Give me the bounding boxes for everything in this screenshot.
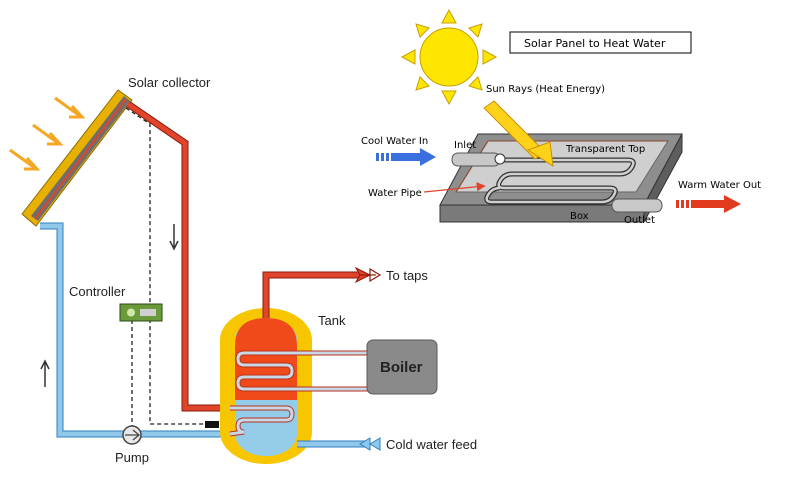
cool-water-in-arrow xyxy=(376,148,436,166)
cool-water-label: Cool Water In xyxy=(361,136,428,147)
warm-water-out-arrow xyxy=(676,195,741,213)
sun-icon xyxy=(400,8,498,106)
to-taps-pipe xyxy=(262,266,382,318)
tank xyxy=(220,308,370,464)
water-pipe-inner xyxy=(485,158,635,204)
hot-pipe xyxy=(126,101,230,412)
cold-feed-pipe xyxy=(297,437,381,451)
boiler xyxy=(366,339,438,395)
panel-title-box xyxy=(509,31,692,54)
warm-water-label: Warm Water Out xyxy=(678,180,761,191)
solar-collector xyxy=(21,89,133,227)
cold-return-pipe xyxy=(40,222,230,438)
inlet-pipe xyxy=(451,152,506,167)
cold-feed-label: Cold water feed xyxy=(386,437,477,452)
flow-up-arrow xyxy=(40,359,50,387)
controller-label: Controller xyxy=(69,284,126,299)
left-system: Solar collector xyxy=(9,75,477,465)
water-pipe-pointer xyxy=(423,182,486,193)
controller xyxy=(119,303,163,322)
inlet-label: Inlet xyxy=(454,140,476,151)
panel-title: Solar Panel to Heat Water xyxy=(524,37,666,50)
to-taps-label: To taps xyxy=(386,268,428,283)
tank-label: Tank xyxy=(318,313,346,328)
sun-rays-label: Sun Rays (Heat Energy) xyxy=(486,84,605,95)
right-panel-diagram: Solar Panel to Heat Water Sun Rays (Heat… xyxy=(361,8,761,226)
sensor-wires xyxy=(125,107,208,432)
pump-label: Pump xyxy=(115,450,149,465)
water-pipe-label: Water Pipe xyxy=(368,188,422,199)
box-label: Box xyxy=(570,211,589,222)
boiler-label: Boiler xyxy=(380,359,423,376)
pump xyxy=(122,425,142,445)
solar-collector-label: Solar collector xyxy=(128,75,211,90)
flow-down-arrow xyxy=(169,224,179,251)
tank-sensor xyxy=(205,421,219,428)
sun-ray-arrows xyxy=(9,96,86,171)
sun-ray-arrow xyxy=(483,100,554,167)
transparent-top-label: Transparent Top xyxy=(565,144,645,155)
outlet-pipe xyxy=(611,198,663,213)
outlet-label: Outlet xyxy=(624,215,655,226)
